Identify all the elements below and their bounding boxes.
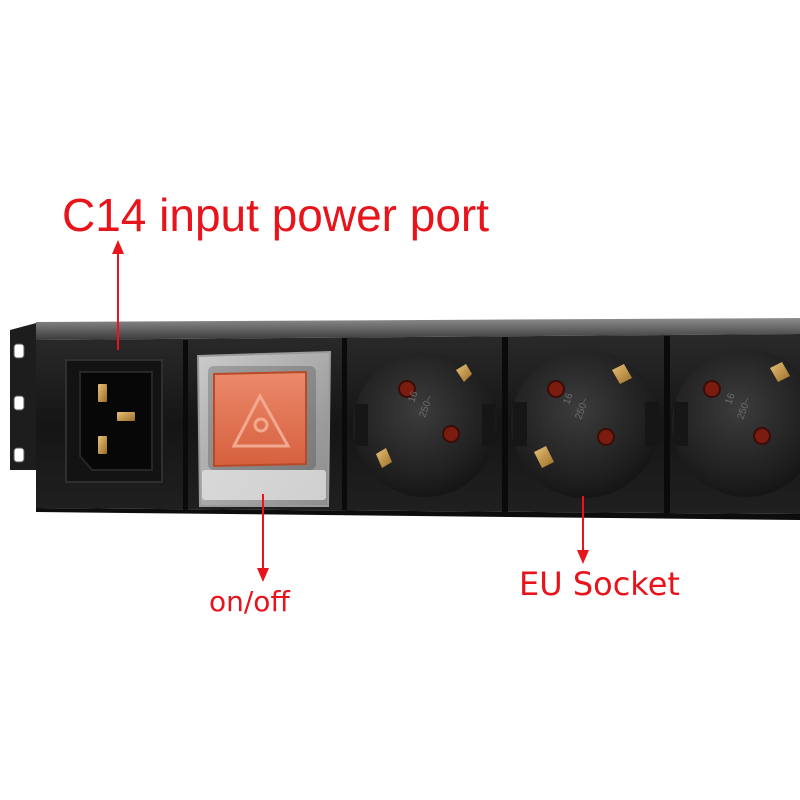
socket-rating-top: 16 (723, 391, 737, 406)
socket-rating-top: 16 (406, 389, 420, 404)
c14-pin-earth (117, 412, 135, 421)
eu-schuko-socket-icon: 16 250~ (511, 350, 659, 498)
socket-label: EU Socket (519, 565, 680, 603)
mounting-bracket (10, 322, 40, 470)
switch-label: on/off (209, 585, 290, 618)
arrow-up-icon (112, 240, 124, 350)
arrow-down-icon (257, 494, 269, 582)
input-port-label: C14 input power port (62, 189, 490, 241)
c14-pin-right (98, 436, 107, 454)
rocker-switch-icon (196, 350, 332, 507)
socket-rating-top: 16 (561, 391, 575, 406)
module-dividers (183, 336, 670, 513)
c14-inlet-icon (65, 359, 163, 483)
eu-schuko-socket-icon: 16 250~ (672, 349, 800, 497)
arrow-down-icon (577, 496, 589, 564)
c14-pin-left (98, 384, 107, 402)
eu-schuko-socket-icon: 16 250~ (353, 353, 497, 497)
pdu-top-edge (36, 318, 800, 340)
